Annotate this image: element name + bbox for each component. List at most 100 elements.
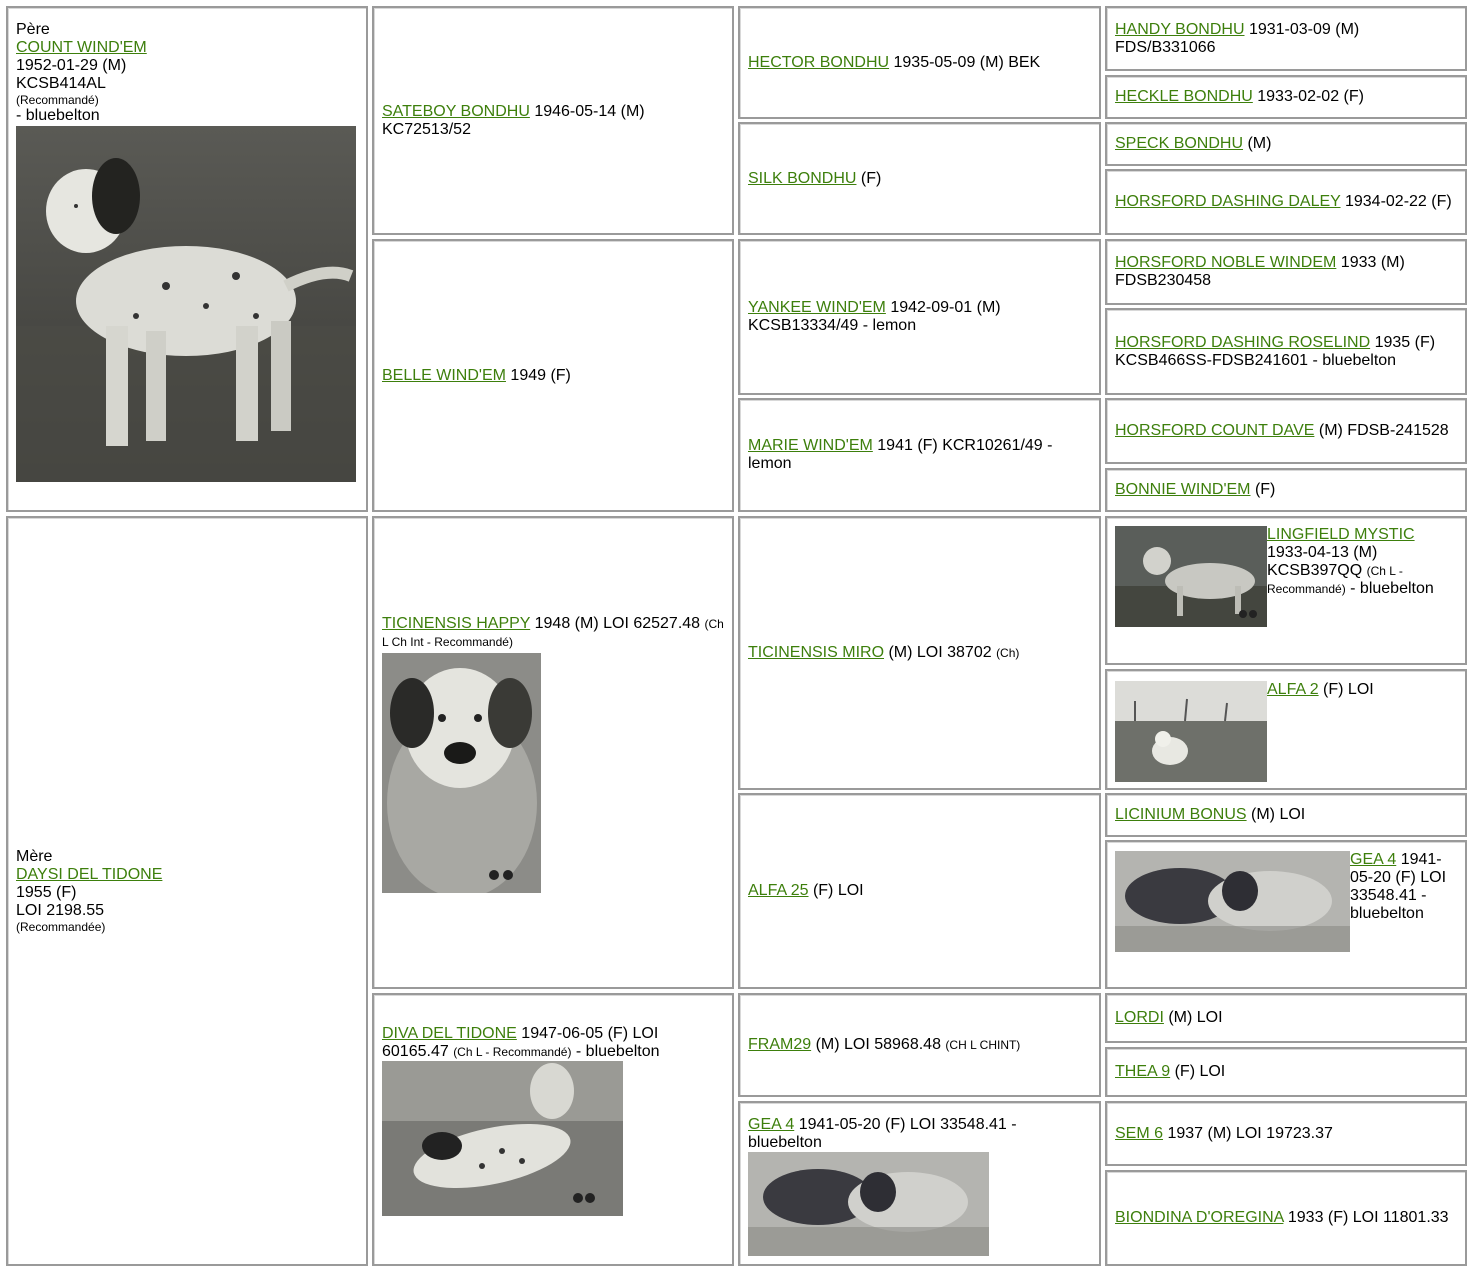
belle-link[interactable]: BELLE WIND'EM bbox=[382, 366, 506, 384]
gea4b-dog-photo bbox=[1115, 851, 1350, 952]
dave-info: (M) FDSB-241528 bbox=[1314, 422, 1449, 439]
sateboy-cell: SATEBOY BONDHU 1946-05-14 (M) KC72513/52 bbox=[372, 6, 734, 235]
alfa2-cell: ALFA 2 (F) LOI bbox=[1105, 669, 1467, 790]
noble-cell: HORSFORD NOBLE WINDEM 1933 (M) FDSB23045… bbox=[1105, 239, 1467, 305]
fram-link[interactable]: FRAM29 bbox=[748, 1036, 812, 1053]
roselind-cell: HORSFORD DASHING ROSELIND 1935 (F) KCSB4… bbox=[1105, 308, 1467, 395]
gea4b-cell: GEA 4 1941-05-20 (F) LOI 33548.41 - blue… bbox=[1105, 840, 1467, 989]
noble-link[interactable]: HORSFORD NOBLE WINDEM bbox=[1115, 254, 1337, 271]
roselind-link[interactable]: HORSFORD DASHING ROSELIND bbox=[1115, 333, 1371, 351]
sateboy-info: 1946-05-14 (M) KC72513/52 bbox=[382, 102, 645, 138]
lingfield-link[interactable]: LINGFIELD MYSTIC bbox=[1267, 526, 1415, 543]
ticinensis-happy-cell: TICINENSIS HAPPY 1948 (M) LOI 62527.48 (… bbox=[372, 516, 734, 989]
speck-link[interactable]: SPECK BONDHU bbox=[1115, 135, 1244, 152]
dam-name-link[interactable]: DAYSI DEL TIDONE bbox=[16, 866, 163, 883]
dam-note: (Recommandée) bbox=[16, 920, 106, 934]
miro-titles: (Ch) bbox=[996, 646, 1020, 660]
licinium-link[interactable]: LICINIUM BONUS bbox=[1115, 806, 1247, 823]
biondina-cell: BIONDINA D'OREGINA 1933 (F) LOI 11801.33 bbox=[1105, 1170, 1467, 1266]
dam-reg: LOI 2198.55 bbox=[16, 902, 105, 919]
thea-info: (F) LOI bbox=[1170, 1063, 1226, 1080]
dave-link[interactable]: HORSFORD COUNT DAVE bbox=[1115, 422, 1315, 439]
marie-cell: MARIE WIND'EM 1941 (F) KCR10261/49 - lem… bbox=[738, 398, 1101, 512]
miro-link[interactable]: TICINENSIS MIRO bbox=[748, 644, 885, 661]
silk-info: (F) bbox=[856, 169, 882, 187]
sire-date-sex: 1952-01-29 (M) bbox=[16, 57, 127, 74]
marie-info: 1941 (F) KCR10261/49 - lemon bbox=[748, 437, 1053, 472]
fram-info: (M) LOI 58968.48 bbox=[811, 1036, 946, 1053]
lingfield-titles: (Ch L - Recommandé) bbox=[1267, 564, 1403, 596]
bonnie-cell: BONNIE WIND'EM (F) bbox=[1105, 468, 1467, 512]
heckle-info: 1933-02-02 (F) bbox=[1252, 88, 1364, 105]
thea-link[interactable]: THEA 9 bbox=[1115, 1063, 1171, 1080]
gea4-dog-photo bbox=[748, 1152, 989, 1256]
gea4-cell: GEA 4 1941-05-20 (F) LOI 33548.41 - blue… bbox=[738, 1101, 1101, 1266]
sem-link[interactable]: SEM 6 bbox=[1115, 1124, 1164, 1142]
dave-cell: HORSFORD COUNT DAVE (M) FDSB-241528 bbox=[1105, 398, 1467, 464]
ticinensis-happy-titles: (Ch L Ch Int - Recommandé) bbox=[382, 617, 724, 649]
daley-link[interactable]: HORSFORD DASHING DALEY bbox=[1115, 193, 1341, 210]
marie-link[interactable]: MARIE WIND'EM bbox=[748, 437, 873, 454]
hector-cell: HECTOR BONDHU 1935-05-09 (M) BEK bbox=[738, 6, 1101, 119]
hector-link[interactable]: HECTOR BONDHU bbox=[748, 53, 890, 71]
belle-cell: BELLE WIND'EM 1949 (F) bbox=[372, 239, 734, 512]
gea4-link[interactable]: GEA 4 bbox=[748, 1116, 795, 1133]
yankee-info: 1942-09-01 (M) KCSB13334/49 - lemon bbox=[748, 299, 1001, 334]
bonnie-info: (F) bbox=[1250, 481, 1276, 498]
lingfield-info: 1933-04-13 (M) KCSB397QQ bbox=[1267, 544, 1378, 579]
alfa2-link[interactable]: ALFA 2 bbox=[1267, 681, 1319, 698]
lingfield-dog-photo bbox=[1115, 526, 1267, 627]
silk-link[interactable]: SILK BONDHU bbox=[748, 169, 857, 187]
diva-titles: (Ch L - Recommandé) bbox=[453, 1045, 572, 1059]
speck-cell: SPECK BONDHU (M) bbox=[1105, 122, 1467, 166]
biondina-link[interactable]: BIONDINA D'OREGINA bbox=[1115, 1209, 1284, 1226]
roselind-info: 1935 (F) KCSB466SS-FDSB241601 - bluebelt… bbox=[1115, 333, 1436, 369]
thea-cell: THEA 9 (F) LOI bbox=[1105, 1047, 1467, 1097]
alfa2-dog-photo bbox=[1115, 681, 1267, 782]
miro-cell: TICINENSIS MIRO (M) LOI 38702 (Ch) bbox=[738, 516, 1101, 790]
fram-cell: FRAM29 (M) LOI 58968.48 (CH L CHINT) bbox=[738, 993, 1101, 1097]
sem-info: 1937 (M) LOI 19723.37 bbox=[1163, 1124, 1333, 1142]
handy-info: 1931-03-09 (M) FDS/B331066 bbox=[1115, 20, 1360, 56]
fram-titles: (CH L CHINT) bbox=[945, 1038, 1021, 1052]
heckle-cell: HECKLE BONDHU 1933-02-02 (F) bbox=[1105, 75, 1467, 119]
dam-cell: Mère DAYSI DEL TIDONE 1955 (F) LOI 2198.… bbox=[6, 516, 368, 1266]
daley-info: 1934-02-22 (F) bbox=[1340, 193, 1452, 210]
diva-dog-photo bbox=[382, 1061, 623, 1216]
ticinensis-happy-dog-photo bbox=[382, 653, 541, 893]
sire-note: (Recommandé) bbox=[16, 93, 99, 107]
alfa25-cell: ALFA 25 (F) LOI bbox=[738, 793, 1101, 989]
diva-link[interactable]: DIVA DEL TIDONE bbox=[382, 1025, 517, 1042]
alfa25-info: (F) LOI bbox=[808, 882, 864, 899]
licinium-info: (M) LOI bbox=[1246, 806, 1306, 823]
sire-dog-photo bbox=[16, 126, 356, 482]
lordi-link[interactable]: LORDI bbox=[1115, 1009, 1164, 1026]
alfa2-info: (F) LOI bbox=[1318, 681, 1374, 698]
lordi-info: (M) LOI bbox=[1163, 1009, 1223, 1026]
sire-color: - bluebelton bbox=[16, 107, 100, 124]
ticinensis-happy-link[interactable]: TICINENSIS HAPPY bbox=[382, 615, 531, 632]
gea4b-info: 1941-05-20 (F) LOI 33548.41 - bluebelton bbox=[1350, 851, 1447, 922]
speck-info: (M) bbox=[1243, 135, 1272, 152]
ticinensis-happy-info: 1948 (M) LOI 62527.48 bbox=[530, 615, 705, 632]
bonnie-link[interactable]: BONNIE WIND'EM bbox=[1115, 481, 1251, 498]
gea4b-link[interactable]: GEA 4 bbox=[1350, 851, 1397, 868]
noble-info: 1933 (M) FDSB230458 bbox=[1115, 254, 1405, 289]
licinium-cell: LICINIUM BONUS (M) LOI bbox=[1105, 793, 1467, 837]
belle-info: 1949 (F) bbox=[505, 366, 571, 384]
yankee-link[interactable]: YANKEE WIND'EM bbox=[748, 299, 886, 316]
sire-role: Père bbox=[16, 21, 50, 38]
sire-name-link[interactable]: COUNT WIND'EM bbox=[16, 39, 147, 56]
sateboy-link[interactable]: SATEBOY BONDHU bbox=[382, 102, 530, 120]
sem-cell: SEM 6 1937 (M) LOI 19723.37 bbox=[1105, 1101, 1467, 1166]
alfa25-link[interactable]: ALFA 25 bbox=[748, 882, 809, 899]
diva-info: 1947-06-05 (F) LOI 60165.47 bbox=[382, 1025, 659, 1060]
biondina-info: 1933 (F) LOI 11801.33 bbox=[1283, 1209, 1449, 1226]
daley-cell: HORSFORD DASHING DALEY 1934-02-22 (F) bbox=[1105, 169, 1467, 235]
handy-link[interactable]: HANDY BONDHU bbox=[1115, 20, 1245, 38]
diva-color: - bluebelton bbox=[571, 1043, 660, 1060]
heckle-link[interactable]: HECKLE BONDHU bbox=[1115, 88, 1253, 105]
sire-reg: KCSB414AL bbox=[16, 75, 106, 92]
sire-cell: Père COUNT WIND'EM 1952-01-29 (M) KCSB41… bbox=[6, 6, 368, 512]
lingfield-cell: LINGFIELD MYSTIC 1933-04-13 (M) KCSB397Q… bbox=[1105, 516, 1467, 665]
